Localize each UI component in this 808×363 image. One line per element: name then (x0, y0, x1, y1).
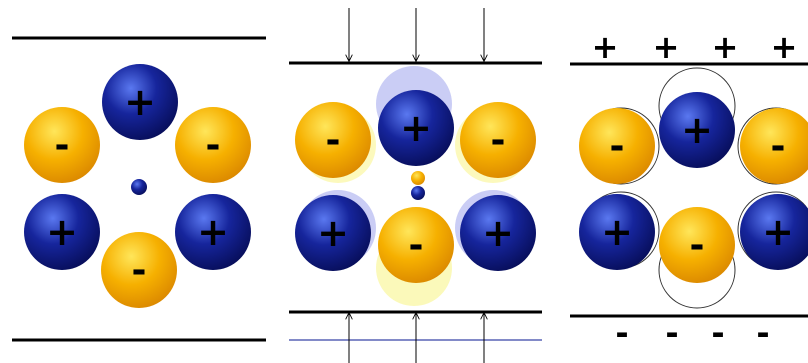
plus-sign: + (124, 80, 156, 124)
anion-bottom: - (101, 232, 177, 308)
cation-top: + (102, 64, 178, 140)
plus-sign: + (681, 108, 713, 152)
cation-lower-left: + (579, 194, 655, 270)
surface-plus-2: + (653, 28, 680, 66)
cation-lower-right: + (460, 195, 536, 271)
anion-upper-right: - (740, 108, 808, 184)
anion-upper-right: - (460, 102, 536, 178)
minus-sign: - (690, 225, 705, 266)
panel-stressed: + - - + + - (289, 8, 542, 363)
minus-sign: - (771, 126, 786, 167)
minus-sign: - (491, 120, 506, 161)
anion-upper-left: - (579, 108, 655, 184)
surface-plus-1: + (592, 28, 619, 66)
anion-bottom: - (659, 207, 735, 283)
anion-upper-left: - (24, 107, 100, 183)
minus-sign: - (55, 125, 70, 166)
surface-minus-4: - (756, 314, 769, 352)
compression-arrows-top (349, 8, 484, 60)
plus-sign: + (601, 210, 633, 254)
cation-top: + (659, 92, 735, 168)
plus-sign: + (46, 210, 78, 254)
minus-sign: - (409, 225, 424, 266)
minus-sign: - (132, 250, 147, 291)
cation-lower-left: + (24, 194, 100, 270)
minus-sign: - (610, 126, 625, 167)
cation-top: + (378, 90, 454, 166)
compression-arrows-bottom (349, 314, 484, 363)
surface-charges-bottom: - - - - (615, 314, 769, 352)
surface-minus-2: - (665, 314, 678, 352)
surface-minus-1: - (615, 314, 628, 352)
center-dots (411, 171, 425, 200)
surface-plus-4: + (771, 28, 798, 66)
cation-lower-right: + (740, 194, 808, 270)
cation-lower-right: + (175, 194, 251, 270)
plus-sign: + (400, 106, 432, 150)
minus-sign: - (326, 120, 341, 161)
surface-minus-3: - (711, 314, 724, 352)
center-dot (131, 179, 147, 195)
minus-sign: - (206, 125, 221, 166)
anion-upper-right: - (175, 107, 251, 183)
panel-polarized: + + + + + - - + (570, 28, 808, 352)
surface-plus-3: + (712, 28, 739, 66)
plus-sign: + (762, 210, 794, 254)
panel-unpolarized: + - - + + - (12, 36, 266, 342)
cation-lower-left: + (295, 195, 371, 271)
anion-bottom: - (378, 207, 454, 283)
plus-sign: + (482, 211, 514, 255)
plus-sign: + (317, 211, 349, 255)
surface-charges-top: + + + + (592, 28, 798, 66)
anion-upper-left: - (295, 102, 371, 178)
plus-sign: + (197, 210, 229, 254)
